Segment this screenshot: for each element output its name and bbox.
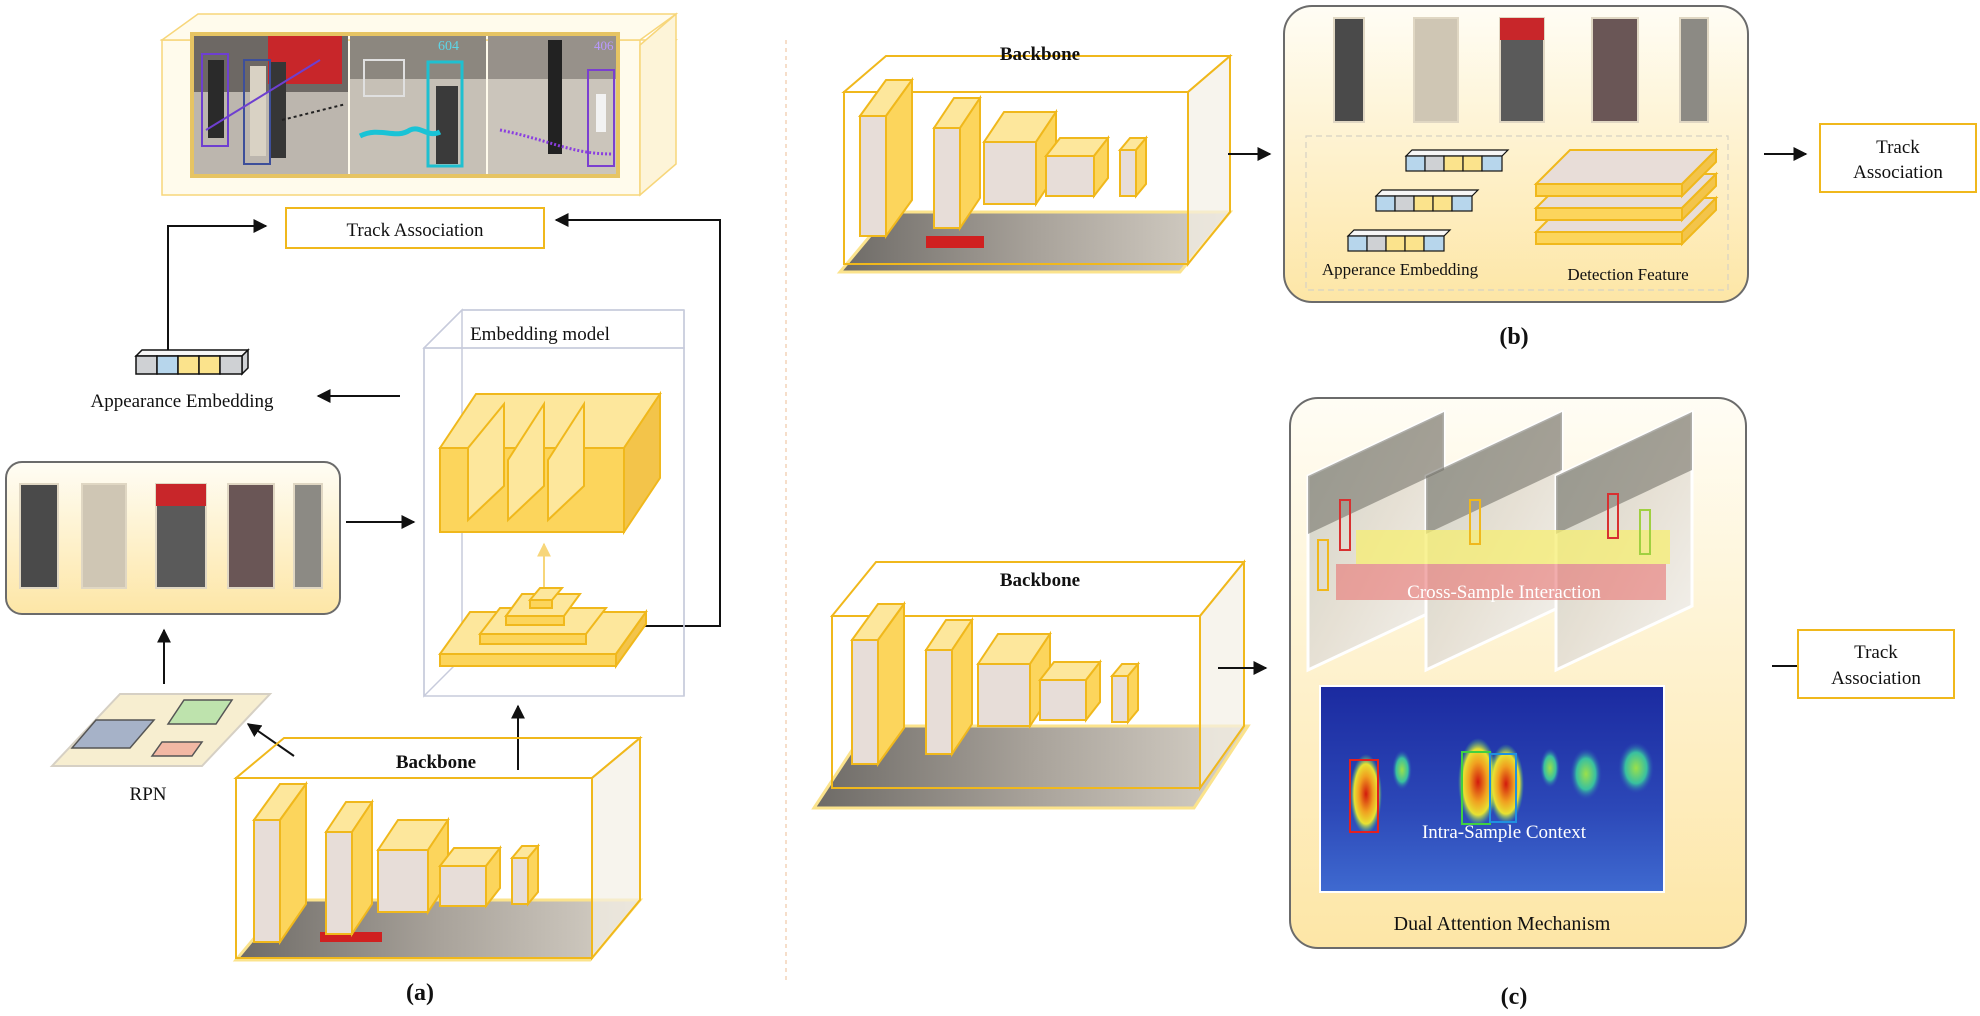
cross-sample-label: Cross-Sample Interaction [1407,582,1601,603]
appearance-embedding-vectors [1346,149,1510,252]
appearance-embedding-label: Appearance Embedding [90,391,274,412]
person-crop [81,483,127,589]
appearance-embedding-vector [134,348,250,376]
panel-caption-a: (a) [406,980,434,1006]
frame-id-label: 604 [438,39,459,54]
panel-caption-c: (c) [1501,984,1528,1010]
detection-feature-label: Detection Feature [1567,265,1688,284]
backbone-b [836,53,1234,274]
track-association-box [1797,629,1955,699]
dual-attention-label: Dual Attention Mechanism [1394,913,1611,935]
embedding-conv-blocks [438,390,662,536]
panel-a: 604 406 Track Association Appearance Emb… [5,12,721,1006]
panel-c: Backbone Cross-Sample Interaction [811,397,1955,1010]
person-crops-panel [5,461,341,615]
track-association-box [1819,123,1977,193]
backbone-label: Backbone [1000,44,1080,65]
intra-sample-heatmap [1319,685,1665,893]
cross-sample-frames [1306,409,1694,673]
video-frames-box: 604 406 [159,12,679,197]
person-crop [1413,17,1459,123]
person-crop [1679,17,1709,123]
track-association-label-line1: Track [1854,642,1898,663]
embedding-model-label: Embedding model [470,324,610,345]
backbone-label: Backbone [1000,570,1080,591]
track-association-label-line2: Association [1831,668,1921,689]
track-association-label-line1: Track [1876,137,1920,158]
arrow-model-to-track [554,213,721,627]
arrow-embedding-to-track [167,219,268,352]
person-crop [1333,17,1365,123]
person-crop [293,483,323,589]
roi-pyramid [438,587,648,670]
person-crop [227,483,275,589]
intra-sample-label: Intra-Sample Context [1422,822,1587,843]
joint-detection-panel: Apperance Embedding Detection Feature [1283,5,1749,303]
track-association-box [285,207,545,249]
panel-caption-b: (b) [1499,324,1528,350]
track-association-label: Track Association [346,220,484,241]
backbone-a [232,735,644,962]
rpn-plane [49,693,273,767]
appearance-embedding-label: Apperance Embedding [1322,260,1479,279]
detection-feature-stack [1533,147,1719,247]
rpn-label: RPN [130,784,167,805]
dual-attention-panel: Cross-Sample Interaction Intra-Sample Co… [1289,397,1747,949]
backbone-label: Backbone [396,752,476,773]
backbone-c [811,559,1251,810]
panel-b: Backbone [836,5,1977,350]
arrow-backbone-to-rpn [246,723,295,757]
frame-id-label: 406 [594,38,614,53]
person-crop [19,483,59,589]
track-association-label-line2: Association [1853,162,1943,183]
person-crop [1591,17,1639,123]
